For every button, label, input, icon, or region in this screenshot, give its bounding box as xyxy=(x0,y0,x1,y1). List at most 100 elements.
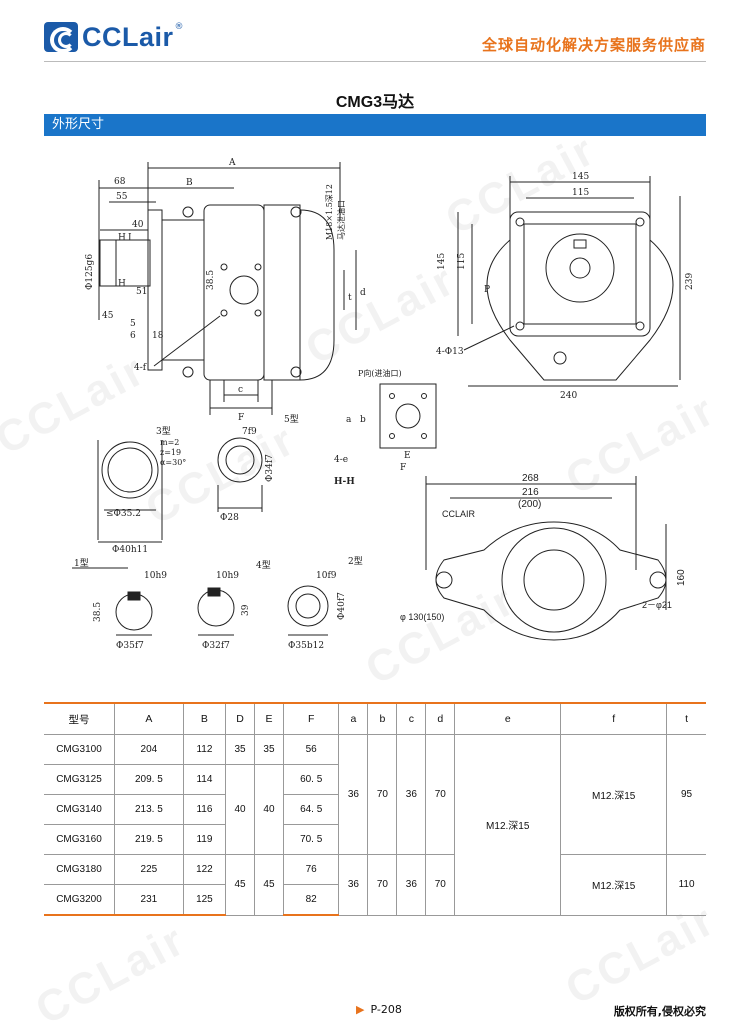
dim-label: 268 xyxy=(522,473,539,484)
brand-logo: CCLair ® xyxy=(44,18,184,56)
dim-label: 160 xyxy=(676,569,687,586)
dim-label: 10h9 xyxy=(144,571,167,581)
dim-label: M18×1.5深12 xyxy=(325,184,334,240)
dim-label: 5型 xyxy=(284,414,299,425)
dim-label: 115 xyxy=(457,253,467,270)
dim-label: 45 xyxy=(102,311,114,321)
dim-label: H-H xyxy=(334,477,355,487)
cell-model: CMG3180 xyxy=(44,854,115,885)
table-header: f xyxy=(560,702,668,735)
dim-label: H xyxy=(118,233,126,243)
page-header: CCLair ® 全球自动化解决方案服务供应商 xyxy=(0,0,750,62)
table-header: D xyxy=(225,702,255,735)
cell-c: 36 xyxy=(396,854,427,916)
cell-F: 64. 5 xyxy=(282,794,339,825)
table-header: A xyxy=(114,702,184,735)
dim-label: z=19 xyxy=(160,448,181,457)
table-header: t xyxy=(666,702,706,735)
cell-F: 70. 5 xyxy=(282,824,339,855)
motor-front-view: 145 115 145 115 P 239 240 4-Φ13 xyxy=(436,172,695,401)
dim-label: Φ35b12 xyxy=(288,641,324,651)
motor-side-view: A B 68 55 40 Φ125g6 H I H 38.5 45 5 51 6… xyxy=(85,158,366,423)
cell-model: CMG3140 xyxy=(44,794,115,825)
dim-label: t xyxy=(348,293,352,303)
cell-A: 231 xyxy=(114,884,184,916)
dim-label: P向(进油口) xyxy=(358,368,402,378)
cell-f: M12.深15 xyxy=(560,854,668,916)
flange-view: 268 216 (200) CCLAIR 160 φ 130(150) 2－φ2… xyxy=(400,473,687,641)
cell-F: 76 xyxy=(282,854,340,885)
dim-label: 145 xyxy=(572,172,589,182)
flange-brand-text: CCLAIR xyxy=(442,509,476,519)
dim-label: Φ125g6 xyxy=(85,254,95,290)
dim-label: F xyxy=(400,463,406,473)
dim-label: 39 xyxy=(241,604,251,616)
dim-label: 51 xyxy=(136,287,147,297)
dim-label: P xyxy=(484,285,490,295)
table-header: B xyxy=(182,702,227,735)
dim-label: A xyxy=(228,158,236,168)
cell-model: CMG3160 xyxy=(44,824,115,855)
logo-icon xyxy=(44,22,78,52)
dim-label: 145 xyxy=(437,253,447,270)
dim-label: 5 xyxy=(130,319,136,329)
table-header: d xyxy=(425,702,456,735)
dim-label: E xyxy=(404,451,411,461)
dim-label: Φ34f7 xyxy=(265,454,275,482)
dim-label: 216 xyxy=(522,487,539,498)
cell-b: 70 xyxy=(367,734,398,855)
dim-label: 10f9 xyxy=(316,571,337,581)
dim-label: 2－φ21 xyxy=(642,600,672,610)
dim-label: 3型 xyxy=(156,426,171,437)
dim-label: 115 xyxy=(572,188,589,198)
dim-label: 4-e xyxy=(334,455,348,465)
cell-a: 36 xyxy=(338,734,369,855)
dim-label: 4-Φ13 xyxy=(436,347,464,357)
page-title: CMG3马达 xyxy=(335,94,415,111)
dim-label: b xyxy=(360,415,366,425)
table-header: b xyxy=(367,702,398,735)
cell-E: 45 xyxy=(253,854,284,916)
play-arrow-icon: ▶ xyxy=(356,1003,365,1016)
cell-model: CMG3100 xyxy=(44,734,115,765)
cell-E: 35 xyxy=(253,734,284,765)
cell-F: 56 xyxy=(282,734,340,765)
cell-D: 45 xyxy=(225,854,255,916)
dim-label: (200) xyxy=(518,499,541,510)
copyright-notice: 版权所有,侵权必究 xyxy=(613,1005,706,1018)
cell-A: 204 xyxy=(114,734,184,765)
dim-label: Φ32f7 xyxy=(202,641,230,651)
cell-F: 82 xyxy=(282,884,339,916)
cell-B: 114 xyxy=(182,764,227,795)
dim-label: m=2 xyxy=(160,438,179,447)
cell-a: 36 xyxy=(338,854,369,916)
cell-d: 70 xyxy=(425,734,456,855)
cell-B: 116 xyxy=(182,794,227,825)
table-header: a xyxy=(338,702,369,735)
dim-label: 240 xyxy=(560,391,577,401)
header-divider xyxy=(44,61,706,62)
cell-e: M12.深15 xyxy=(454,734,562,916)
cell-A: 213. 5 xyxy=(114,794,184,825)
table-row: CMG3200 231 125 82 xyxy=(44,884,706,916)
dim-label: 18 xyxy=(152,331,164,341)
dim-label: 68 xyxy=(114,177,126,187)
dim-label: 7f9 xyxy=(242,427,257,437)
table-header: E xyxy=(253,702,284,735)
table-header-row: 型号 A B D E F a b c d e f t xyxy=(44,702,706,735)
cell-F: 60. 5 xyxy=(282,764,339,795)
cell-B: 125 xyxy=(182,884,227,916)
table-row: CMG3160 219. 5 119 70. 5 xyxy=(44,824,706,855)
cell-B: 122 xyxy=(182,854,227,885)
dim-label: 4-f xyxy=(134,363,147,373)
shaft-type-5: 5型 7f9 Φ34f7 Φ28 xyxy=(217,414,299,523)
dim-label: ≤Φ35.2 xyxy=(106,509,141,519)
dim-label: H xyxy=(118,279,126,289)
cell-D: 40 xyxy=(225,764,255,855)
page-number: ▶P-208 xyxy=(356,1003,402,1016)
dim-label: Φ40f7 xyxy=(337,592,347,620)
cell-d: 70 xyxy=(425,854,456,916)
shaft-type-2: 2型 10f9 Φ40f7 Φ35b12 xyxy=(287,556,363,651)
cell-B: 119 xyxy=(182,824,227,855)
table-header: e xyxy=(454,702,562,735)
